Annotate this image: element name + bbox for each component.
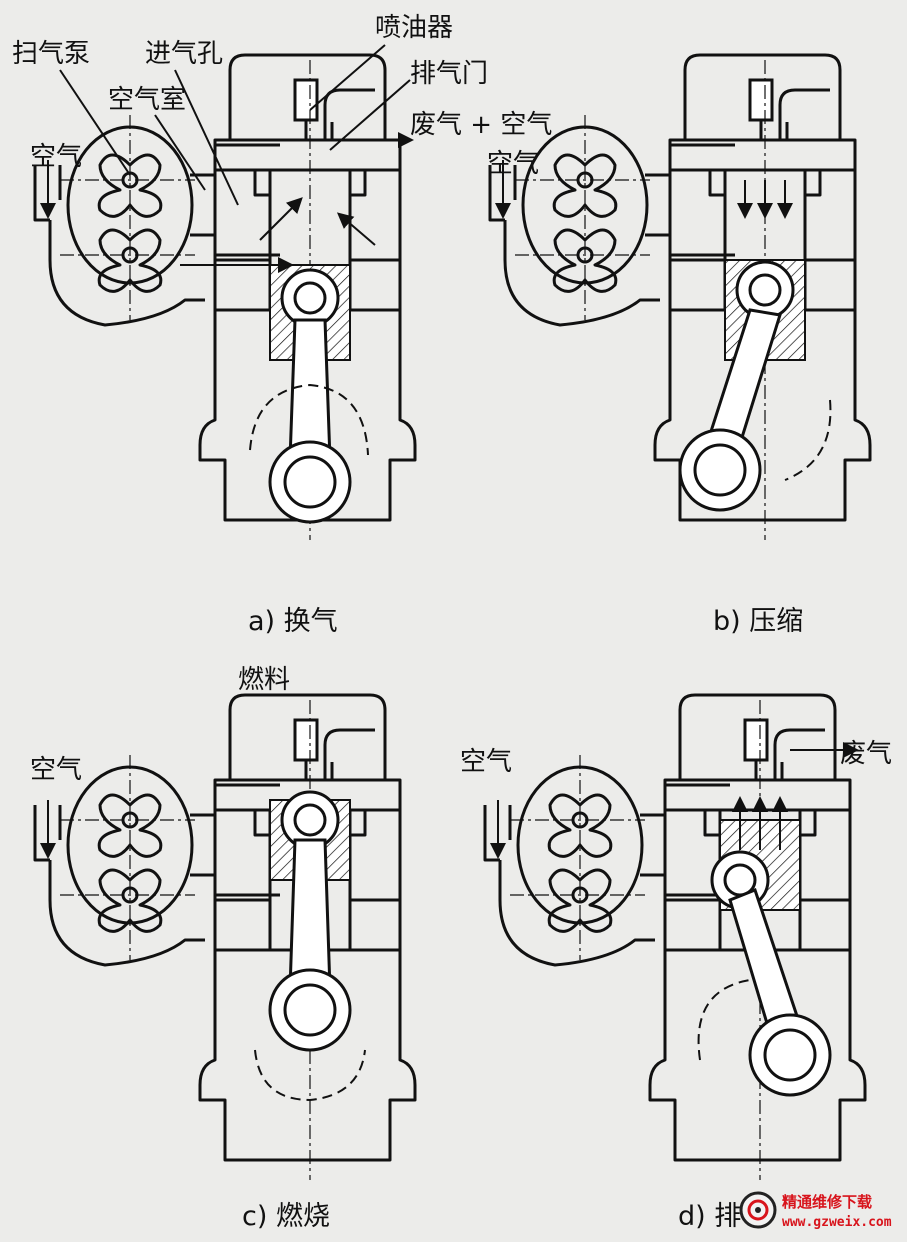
label-exhaust-valve: 排气门 <box>410 59 488 89</box>
caption-a: a) 换气 <box>248 606 338 637</box>
panel-a-scavenging <box>35 55 415 540</box>
panel-c-combustion <box>35 695 415 1180</box>
watermark-site-name: 精通维修下载 <box>782 1193 872 1211</box>
watermark: 精通维修下载 www.gzweix.com <box>739 1191 892 1230</box>
label-air-c: 空气 <box>30 755 82 785</box>
label-exhaust-plus-air: 废气 + 空气 <box>410 110 552 140</box>
label-injector: 喷油器 <box>375 13 453 43</box>
label-air-a: 空气 <box>30 142 82 172</box>
leader-scavenging-pump <box>59 69 131 176</box>
label-air-b: 空气 <box>487 149 539 179</box>
label-fuel: 燃料 <box>238 665 290 695</box>
panel-d-exhaust <box>485 695 865 1180</box>
label-exhaust-d: 废气 <box>840 739 892 769</box>
caption-c: c) 燃烧 <box>242 1201 330 1232</box>
label-air-chamber: 空气室 <box>108 85 186 115</box>
watermark-url: www.gzweix.com <box>782 1215 892 1230</box>
leader-intake-port <box>174 69 239 206</box>
leader-air-chamber <box>154 114 206 191</box>
caption-b: b) 压缩 <box>713 606 803 637</box>
leader-exhaust-valve <box>329 79 411 151</box>
label-air-d: 空气 <box>460 747 512 777</box>
label-intake-port: 进气孔 <box>145 39 223 69</box>
panel-b-compression <box>490 55 870 540</box>
label-scavenging-pump: 扫气泵 <box>12 39 90 69</box>
leader-injector <box>309 44 386 111</box>
